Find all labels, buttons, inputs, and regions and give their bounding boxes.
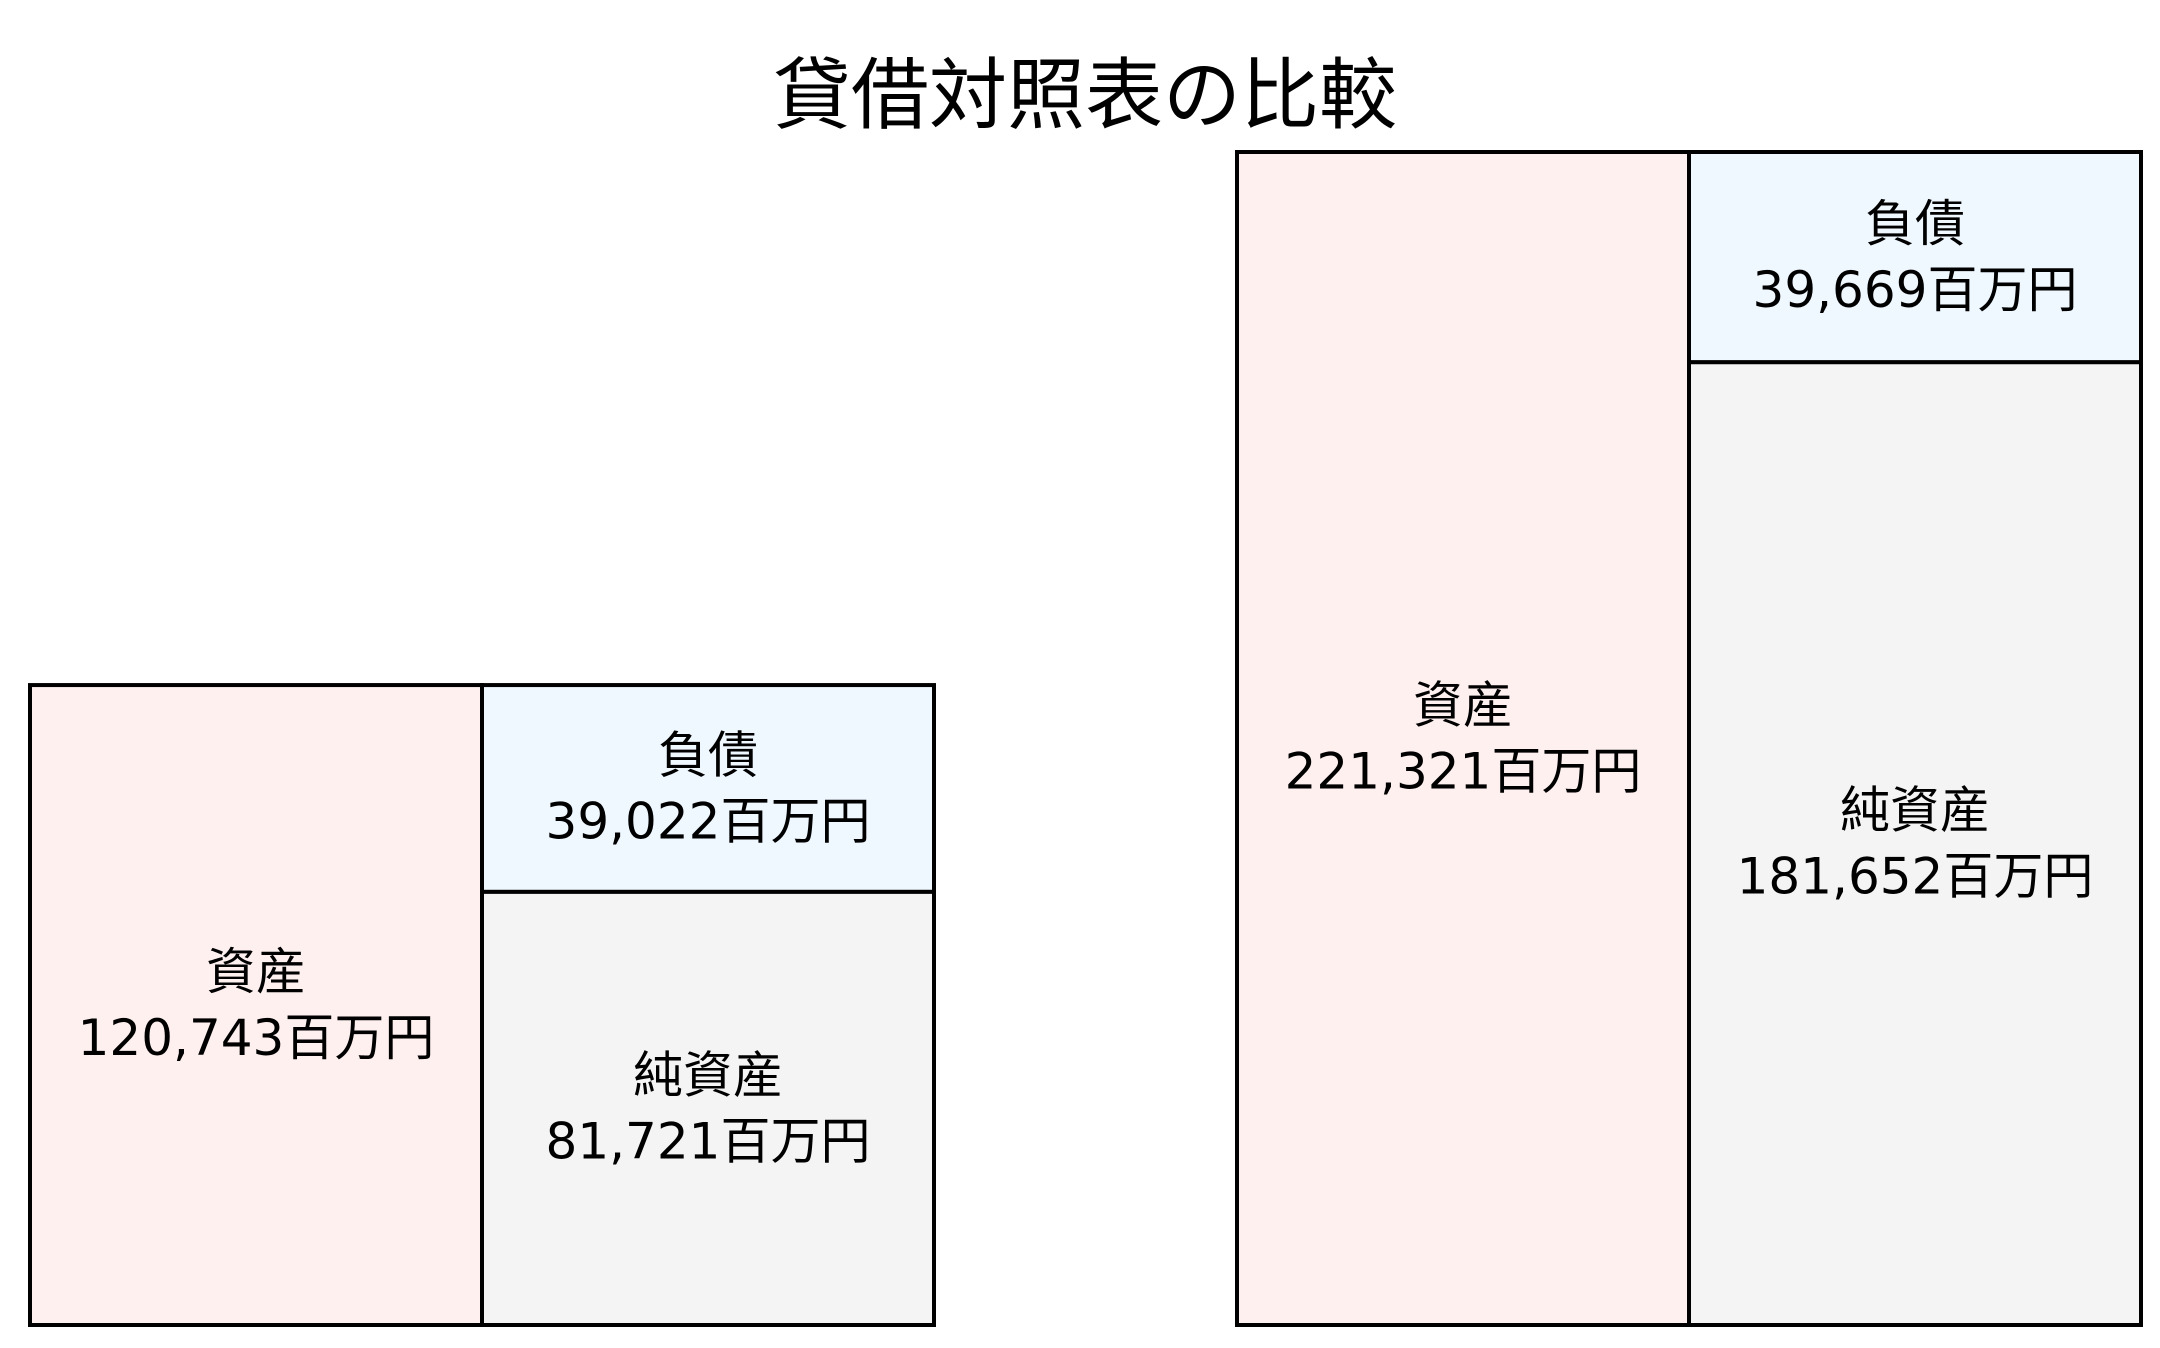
net-assets-1-value: 81,721百万円 [546, 1112, 871, 1170]
liabilities-1-value: 39,022百万円 [546, 792, 871, 850]
net-assets-2-label: 純資産 [1840, 782, 1990, 840]
net-assets-2-value: 181,652百万円 [1737, 848, 2094, 906]
liabilities-box-1 [480, 683, 936, 894]
liabilities-1-label: 負債 [658, 726, 758, 784]
assets-2-value: 221,321百万円 [1285, 743, 1642, 801]
net-assets-1-label: 純資産 [633, 1046, 783, 1104]
net-assets-box-1 [480, 889, 936, 1327]
assets-1-value: 120,743百万円 [78, 1009, 435, 1067]
liabilities-2-value: 39,669百万円 [1753, 261, 2078, 319]
chart-title: 貸借対照表の比較 [773, 51, 1397, 141]
assets-box-2 [1235, 150, 1691, 1327]
assets-box-1 [28, 683, 484, 1327]
assets-1-label: 資産 [206, 943, 306, 1001]
assets-2-label: 資産 [1413, 677, 1513, 735]
sheets-layer: 資産120,743百万円負債39,022百万円純資産81,721百万円資産221… [28, 150, 2143, 1327]
liabilities-box-2 [1687, 150, 2143, 365]
liabilities-2-label: 負債 [1865, 195, 1965, 253]
net-assets-box-2 [1687, 360, 2143, 1327]
